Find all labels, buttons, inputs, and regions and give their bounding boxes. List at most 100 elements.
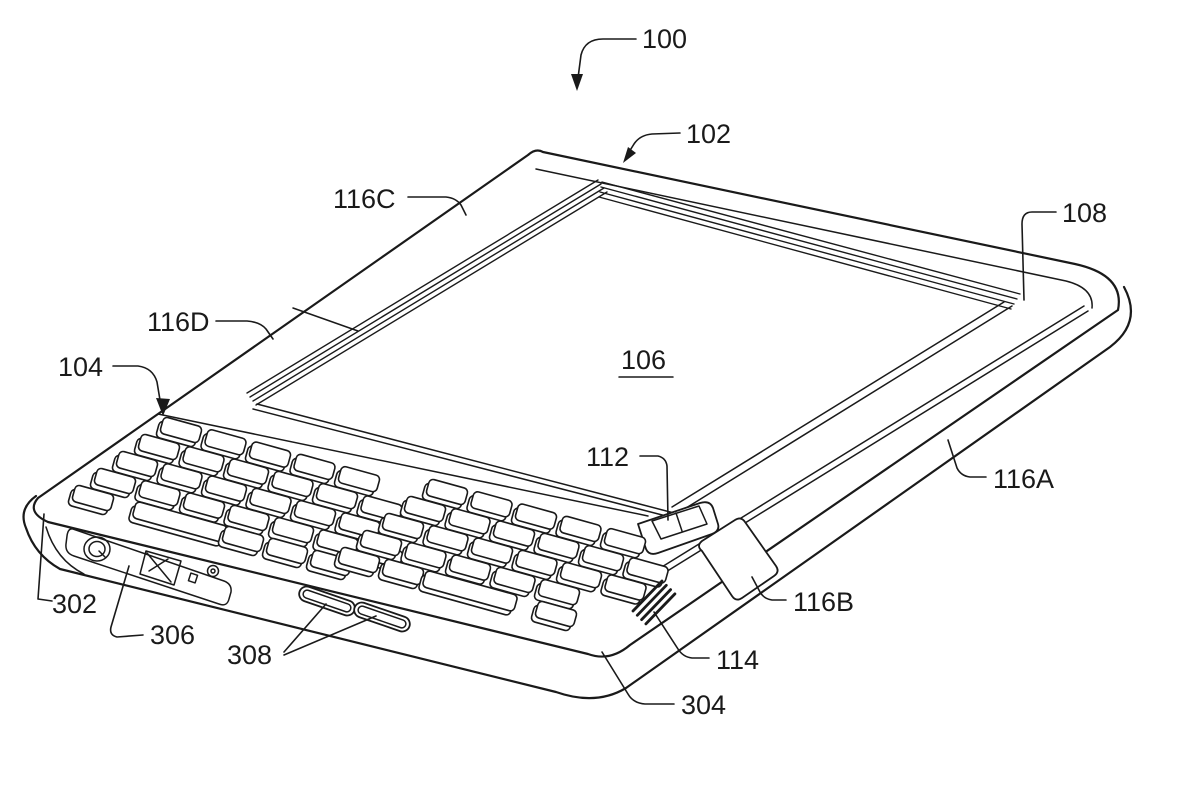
keyboard-key[interactable]: [492, 520, 536, 547]
leader-104: [112, 365, 161, 401]
side-buttons-308[interactable]: [297, 584, 412, 633]
keyboard-key[interactable]: [426, 525, 469, 552]
keyboard-key[interactable]: [559, 515, 602, 543]
port-round: [83, 536, 111, 562]
housing-corner-crease: [45, 526, 85, 575]
keyboard-key[interactable]: [138, 480, 181, 507]
leader-308a: [283, 603, 327, 653]
housing-bottom-silhouette: [22, 285, 1132, 700]
leader-100: [577, 38, 637, 79]
reference-labels: 100 102 116C 108 116D 104 106 112 116A 1…: [52, 24, 1107, 720]
keyboard-key[interactable]: [271, 470, 314, 498]
port-small-dot: [210, 568, 216, 574]
section-divider-116c-116d: [292, 307, 359, 332]
leader-116d: [215, 320, 274, 340]
keyboard-key[interactable]: [515, 549, 558, 577]
leader-108: [1021, 211, 1057, 301]
leader-116a: [947, 439, 987, 478]
keyboard-key[interactable]: [337, 546, 381, 574]
keyboard-spacebar[interactable]: [422, 570, 518, 612]
keyboard-key[interactable]: [182, 492, 226, 519]
keyboard-key[interactable]: [115, 450, 159, 478]
leader-306: [109, 565, 144, 638]
keyboard-key[interactable]: [204, 429, 247, 456]
ref-label-112: 112: [586, 442, 629, 472]
keyboard-key[interactable]: [71, 484, 115, 512]
port-round-inner: [88, 540, 106, 558]
keyboard-key[interactable]: [470, 491, 513, 518]
keyboard-key[interactable]: [315, 482, 359, 510]
leader-308b: [283, 615, 377, 656]
keyboard-key[interactable]: [514, 503, 558, 530]
keyboard-key[interactable]: [448, 554, 492, 581]
keyboard-keys[interactable]: [67, 416, 669, 632]
leader-116b: [751, 576, 787, 601]
ref-label-108: 108: [1062, 198, 1107, 228]
keyboard-key[interactable]: [160, 463, 203, 490]
keyboard-key[interactable]: [359, 529, 403, 557]
keyboard-key[interactable]: [404, 542, 447, 569]
panel-116b: [698, 517, 779, 601]
keyboard-key[interactable]: [227, 504, 270, 532]
device-outline-top-face: [32, 149, 1120, 658]
keyboard-key[interactable]: [626, 557, 669, 584]
ref-label-102: 102: [686, 119, 731, 149]
keyboard-key[interactable]: [249, 487, 292, 515]
ref-label-114: 114: [716, 645, 759, 675]
keyboard-key[interactable]: [537, 532, 580, 560]
keyboard-deck-edge: [157, 413, 649, 517]
keyboard-key[interactable]: [581, 544, 625, 572]
leader-302: [37, 513, 53, 602]
ref-label-116b: 116B: [793, 587, 854, 617]
port-small-square: [187, 572, 199, 584]
keyboard-key[interactable]: [226, 458, 270, 485]
keyboard-key[interactable]: [137, 433, 181, 461]
keyboard-key[interactable]: [537, 578, 581, 606]
port-small-circle: [206, 564, 220, 578]
keyboard-key[interactable]: [448, 508, 491, 535]
keyboard-key[interactable]: [493, 566, 536, 594]
ref-label-306: 306: [150, 620, 195, 650]
keyboard-key[interactable]: [265, 537, 309, 565]
leader-114: [653, 611, 710, 659]
scroll-button-112[interactable]: [637, 501, 720, 555]
keyboard-key[interactable]: [470, 537, 514, 564]
keyboard-key[interactable]: [248, 441, 292, 468]
keyboard-key[interactable]: [603, 527, 647, 555]
top-rim-inner-edge: [535, 168, 1093, 309]
port-trapezoid: [139, 550, 182, 586]
keyboard-key[interactable]: [93, 467, 137, 495]
keyboard-key[interactable]: [337, 465, 381, 493]
leader-304: [601, 651, 675, 705]
speaker-grille-icon: [631, 579, 677, 626]
keyboard-key[interactable]: [221, 525, 265, 553]
screen-border: [252, 301, 1013, 518]
keyboard-key[interactable]: [293, 499, 337, 527]
arrowhead-102: [623, 147, 636, 163]
ref-label-304: 304: [681, 690, 726, 720]
keyboard-key[interactable]: [559, 561, 603, 589]
keyboard-key[interactable]: [271, 516, 315, 544]
keyboard-key[interactable]: [381, 512, 425, 540]
arrowhead-104: [156, 398, 170, 416]
ref-label-100: 100: [642, 24, 687, 54]
keyboard-key[interactable]: [204, 475, 248, 502]
ref-label-116a: 116A: [993, 464, 1054, 494]
screen-groove-rails-left: [246, 179, 608, 406]
ref-label-116c: 116C: [333, 184, 396, 214]
ref-label-116d: 116D: [147, 307, 210, 337]
leader-116c: [407, 196, 467, 216]
screen-groove-rails-right: [598, 181, 1021, 310]
keyboard-key[interactable]: [159, 416, 203, 444]
keyboard-key[interactable]: [534, 600, 578, 628]
ref-label-302: 302: [52, 589, 97, 619]
keyboard-key[interactable]: [293, 453, 336, 481]
keyboard-key[interactable]: [182, 446, 225, 473]
keyboard-key[interactable]: [403, 495, 447, 523]
leader-112: [639, 455, 669, 521]
leader-102: [628, 132, 681, 153]
ref-label-104: 104: [58, 352, 103, 382]
keyboard-key[interactable]: [425, 478, 469, 506]
keyboard-key[interactable]: [604, 574, 647, 601]
